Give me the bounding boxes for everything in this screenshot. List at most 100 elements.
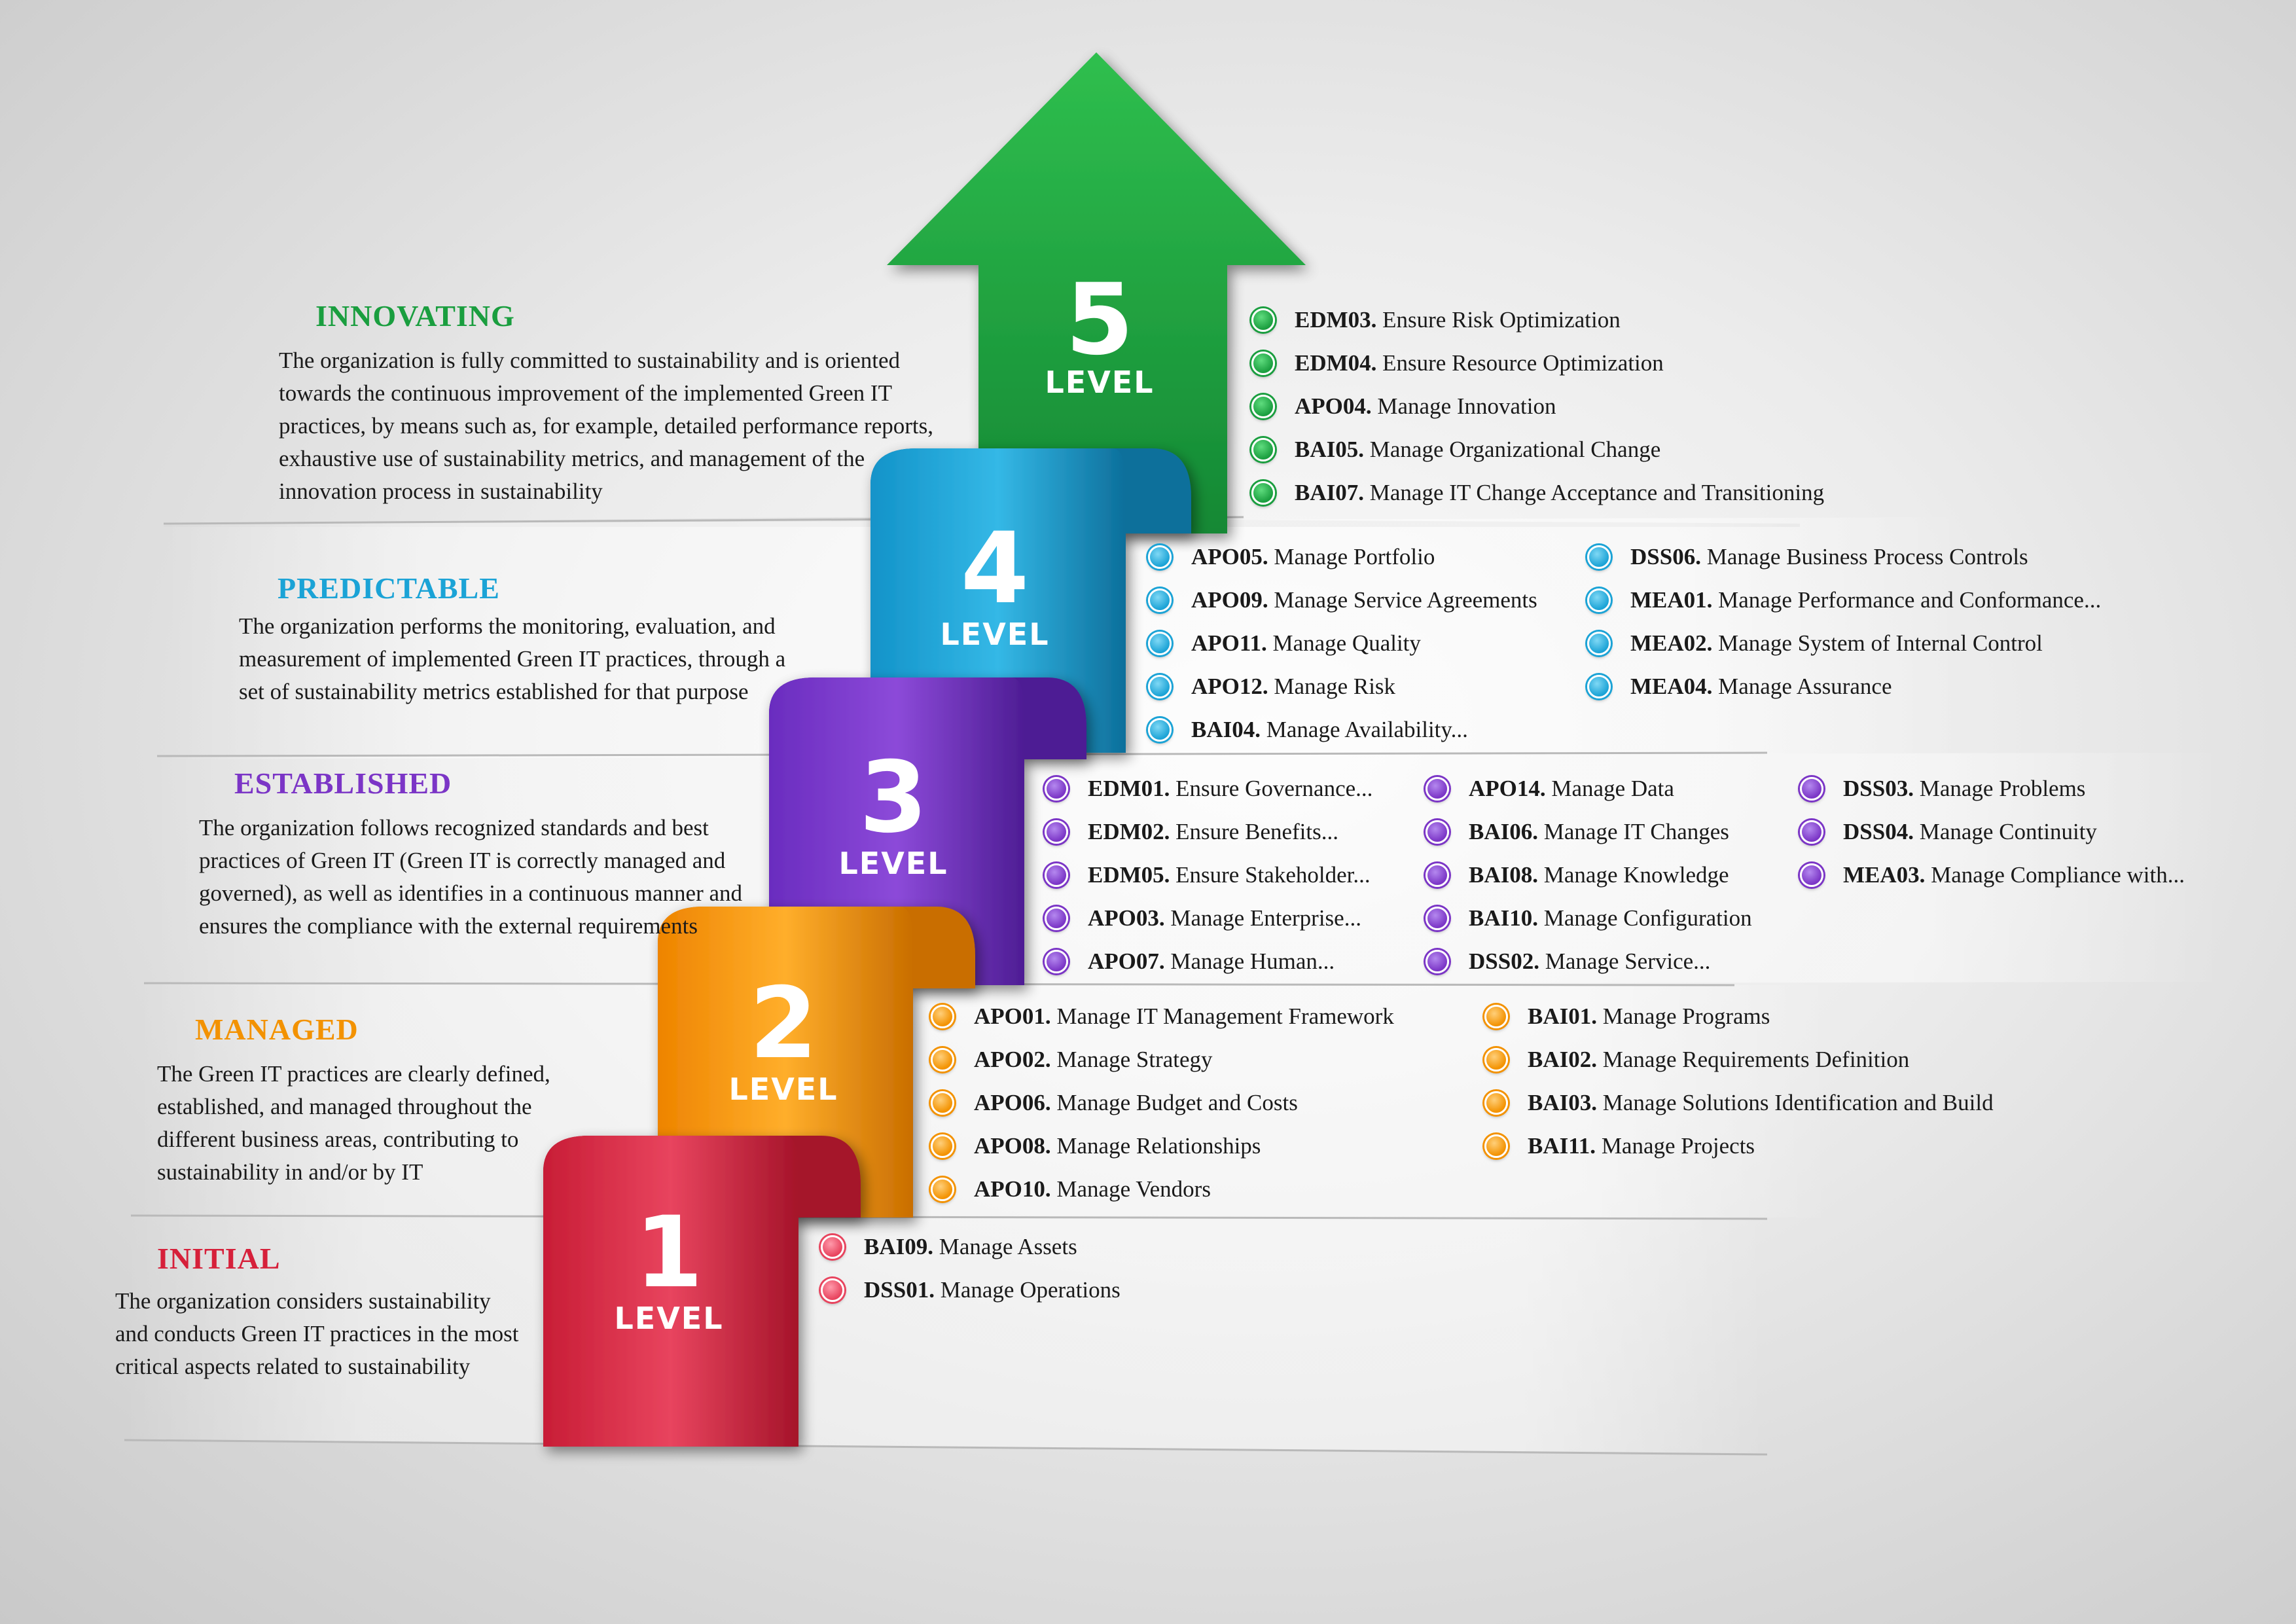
- bullet-icon: [1426, 950, 1449, 973]
- bullet-icon: [1484, 1091, 1508, 1115]
- bullet-icon: [1587, 632, 1611, 655]
- practice-item: EDM02. Ensure Benefits...: [1045, 810, 1372, 854]
- practice-item: APO12. Manage Risk: [1148, 665, 1537, 708]
- bullet-icon: [1426, 907, 1449, 930]
- bullet-icon: [1251, 308, 1275, 332]
- level-5-arrow: 5 LEVEL: [887, 52, 1306, 533]
- level-1-practices: BAI09. Manage Assets DSS01. Manage Opera…: [821, 1225, 1121, 1312]
- practice-item: BAI07. Manage IT Change Acceptance and T…: [1251, 471, 1824, 514]
- level-4-title: PREDICTABLE: [278, 571, 500, 605]
- bullet-icon: [1800, 820, 1823, 844]
- bullet-icon: [1148, 632, 1172, 655]
- practice-item: APO02. Manage Strategy: [931, 1038, 1394, 1081]
- level-3-title: ESTABLISHED: [234, 767, 452, 800]
- level-2-practices-col-2: BAI01. Manage Programs BAI02. Manage Req…: [1484, 995, 1994, 1168]
- bullet-icon: [1045, 907, 1068, 930]
- level-1-label: LEVEL: [614, 1301, 723, 1336]
- level-1-number: 1: [635, 1196, 703, 1310]
- level-3-description: The organization follows recognized stan…: [199, 815, 743, 939]
- level-3-label: LEVEL: [838, 846, 948, 881]
- level-5-description: The organization is fully committed to s…: [279, 348, 933, 504]
- level-2-number: 2: [749, 967, 817, 1081]
- practice-item: APO10. Manage Vendors: [931, 1168, 1394, 1211]
- bullet-icon: [1484, 1134, 1508, 1158]
- level-3-practices-col-1: EDM01. Ensure Governance... EDM02. Ensur…: [1045, 767, 1372, 983]
- practice-item: BAI02. Manage Requirements Definition: [1484, 1038, 1994, 1081]
- practice-item: APO08. Manage Relationships: [931, 1125, 1394, 1168]
- bullet-icon: [821, 1235, 844, 1259]
- practice-item: DSS06. Manage Business Process Controls: [1587, 535, 2101, 579]
- practice-item: BAI05. Manage Organizational Change: [1251, 428, 1824, 471]
- step-band-1: [124, 1214, 1767, 1453]
- practice-item: BAI04. Manage Availability...: [1148, 708, 1537, 751]
- bullet-icon: [1484, 1048, 1508, 1072]
- practice-item: MEA02. Manage System of Internal Control: [1587, 622, 2101, 665]
- bullet-icon: [931, 1178, 954, 1201]
- bullet-icon: [1045, 777, 1068, 801]
- practice-item: APO06. Manage Budget and Costs: [931, 1081, 1394, 1125]
- level-1-title: INITIAL: [157, 1242, 281, 1275]
- bullet-icon: [1251, 438, 1275, 461]
- bullet-icon: [1426, 777, 1449, 801]
- practice-item: APO14. Manage Data: [1426, 767, 1752, 810]
- practice-item: APO03. Manage Enterprise...: [1045, 897, 1372, 940]
- bullet-icon: [1045, 820, 1068, 844]
- bullet-icon: [931, 1005, 954, 1028]
- level-2-title: MANAGED: [195, 1013, 359, 1046]
- bullet-icon: [1587, 545, 1611, 569]
- bullet-icon: [1251, 352, 1275, 375]
- level-2-description: The Green IT practices are clearly defin…: [157, 1061, 550, 1185]
- level-5-title: INNOVATING: [315, 299, 515, 333]
- practice-item: MEA01. Manage Performance and Conformanc…: [1587, 579, 2101, 622]
- practice-item: BAI01. Manage Programs: [1484, 995, 1994, 1038]
- bullet-icon: [1587, 588, 1611, 612]
- level-4-ribbon: 4 LEVEL: [870, 448, 1191, 753]
- practice-item: APO07. Manage Human...: [1045, 940, 1372, 983]
- practice-item: EDM05. Ensure Stakeholder...: [1045, 854, 1372, 897]
- practice-item: APO05. Manage Portfolio: [1148, 535, 1537, 579]
- bullet-icon: [1800, 777, 1823, 801]
- level-2-label: LEVEL: [728, 1072, 838, 1107]
- bullet-icon: [1148, 718, 1172, 742]
- practice-item: EDM03. Ensure Risk Optimization: [1251, 298, 1824, 342]
- bullet-icon: [931, 1134, 954, 1158]
- practice-item: BAI08. Manage Knowledge: [1426, 854, 1752, 897]
- bullet-icon: [1148, 588, 1172, 612]
- bullet-icon: [931, 1091, 954, 1115]
- practice-item: APO01. Manage IT Management Framework: [931, 995, 1394, 1038]
- level-4-number: 4: [961, 512, 1029, 626]
- level-1-description: The organization considers sustainabilit…: [115, 1288, 519, 1379]
- bullet-icon: [931, 1048, 954, 1072]
- practice-item: BAI09. Manage Assets: [821, 1225, 1121, 1269]
- practice-item: BAI11. Manage Projects: [1484, 1125, 1994, 1168]
- bullet-icon: [1148, 675, 1172, 698]
- bullet-icon: [1800, 863, 1823, 887]
- level-5-label: LEVEL: [1045, 365, 1154, 400]
- practice-item: DSS03. Manage Problems: [1800, 767, 2185, 810]
- practice-item: EDM04. Ensure Resource Optimization: [1251, 342, 1824, 385]
- level-3-number: 3: [859, 741, 927, 855]
- bullet-icon: [1426, 863, 1449, 887]
- bullet-icon: [1251, 481, 1275, 505]
- level-4-description: The organization performs the monitoring…: [239, 613, 786, 704]
- level-4-practices-col-1: APO05. Manage Portfolio APO09. Manage Se…: [1148, 535, 1537, 751]
- bullet-icon: [1045, 863, 1068, 887]
- level-5-number: 5: [1066, 263, 1134, 377]
- bullet-icon: [1426, 820, 1449, 844]
- bullet-icon: [1045, 950, 1068, 973]
- bullet-icon: [1251, 395, 1275, 418]
- bullet-icon: [821, 1278, 844, 1302]
- practice-item: BAI03. Manage Solutions Identification a…: [1484, 1081, 1994, 1125]
- step-edge-2: [130, 1214, 1768, 1220]
- practice-item: APO04. Manage Innovation: [1251, 385, 1824, 428]
- practice-item: MEA04. Manage Assurance: [1587, 665, 2101, 708]
- bullet-icon: [1484, 1005, 1508, 1028]
- level-2-practices-col-1: APO01. Manage IT Management Framework AP…: [931, 995, 1394, 1211]
- bullet-icon: [1148, 545, 1172, 569]
- level-3-practices-col-3: DSS03. Manage Problems DSS04. Manage Con…: [1800, 767, 2185, 897]
- level-5-practices: EDM03. Ensure Risk Optimization EDM04. E…: [1251, 298, 1824, 514]
- practice-item: APO11. Manage Quality: [1148, 622, 1537, 665]
- practice-item: EDM01. Ensure Governance...: [1045, 767, 1372, 810]
